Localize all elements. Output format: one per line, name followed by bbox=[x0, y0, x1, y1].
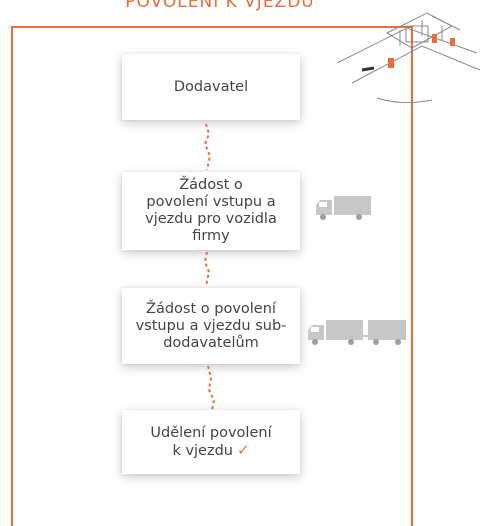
step-label-request-company-vehicles: Žádost o povolení vstupu a vjezdu pro vo… bbox=[145, 177, 277, 244]
diagram-frame bbox=[11, 26, 413, 526]
gate-illustration-icon bbox=[336, 12, 481, 104]
connector-1-2 bbox=[203, 123, 212, 171]
step-box-grant-entry: Udělení povolení k vjezdu✓ bbox=[122, 410, 300, 474]
truck-icon bbox=[316, 196, 371, 220]
step-label-grant-entry: Udělení povolení k vjezdu bbox=[150, 424, 272, 459]
checkmark-icon: ✓ bbox=[236, 440, 250, 459]
step-label-request-subcontractors: Žádost o povolení vstupu a vjezdu sub- d… bbox=[135, 300, 287, 351]
step-label-supplier: Dodavatel bbox=[173, 78, 249, 95]
step-grant-content: Udělení povolení k vjezdu✓ bbox=[150, 425, 271, 460]
step-box-supplier: Dodavatel bbox=[122, 54, 300, 120]
step-box-request-company-vehicles: Žádost o povolení vstupu a vjezdu pro vo… bbox=[122, 172, 300, 250]
connector-2-3 bbox=[203, 251, 211, 287]
connector-3-4 bbox=[207, 365, 216, 411]
step-box-request-subcontractors: Žádost o povolení vstupu a vjezdu sub- d… bbox=[122, 288, 300, 364]
diagram-title: POVOLENÍ K VJEZDU bbox=[125, 0, 315, 12]
truck-trailer-icon bbox=[308, 320, 406, 345]
